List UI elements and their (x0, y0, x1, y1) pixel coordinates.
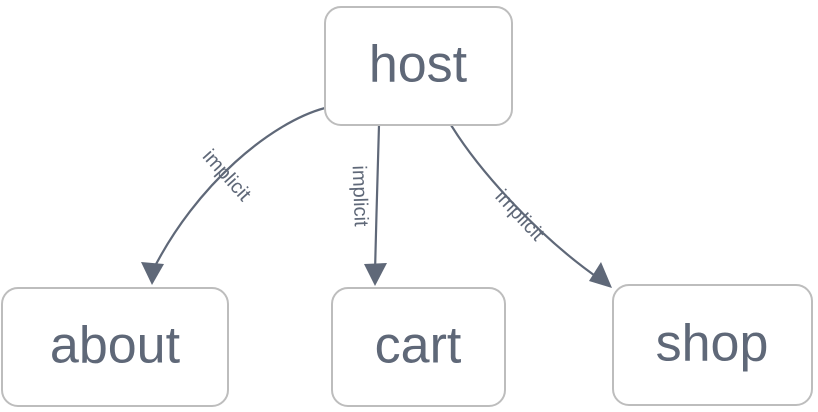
node-host[interactable]: host (324, 6, 513, 126)
node-about[interactable]: about (1, 287, 229, 407)
edge-host-about-label: implicit (198, 145, 256, 205)
edge-host-shop-label: implicit (491, 186, 549, 246)
node-host-shape (324, 6, 513, 126)
edge-host-cart-label: implicit (348, 165, 372, 227)
node-cart[interactable]: cart (331, 287, 506, 407)
edge-host-about-arrowhead-icon (141, 262, 164, 285)
edge-host-about[interactable]: implicit (141, 106, 327, 285)
node-cart-shape (331, 287, 506, 407)
edge-host-shop[interactable]: implicit (449, 123, 612, 288)
node-about-shape (1, 287, 229, 407)
node-host-label: host (369, 36, 468, 94)
edge-host-shop-path (449, 123, 603, 282)
edge-host-cart[interactable]: implicit (348, 123, 387, 286)
node-about-label: about (50, 317, 181, 375)
node-shop-label: shop (656, 315, 769, 373)
node-shop-shape (612, 284, 813, 406)
node-cart-label: cart (375, 317, 462, 375)
edge-host-shop-arrowhead-icon (589, 262, 612, 288)
nodes-layer: host about cart shop (1, 6, 813, 407)
edges-layer: implicit implicit implicit (141, 106, 612, 288)
node-shop[interactable]: shop (612, 284, 813, 406)
edge-host-about-path (150, 106, 327, 274)
edge-host-cart-arrowhead-icon (364, 263, 387, 286)
edge-host-cart-path (373, 123, 381, 274)
